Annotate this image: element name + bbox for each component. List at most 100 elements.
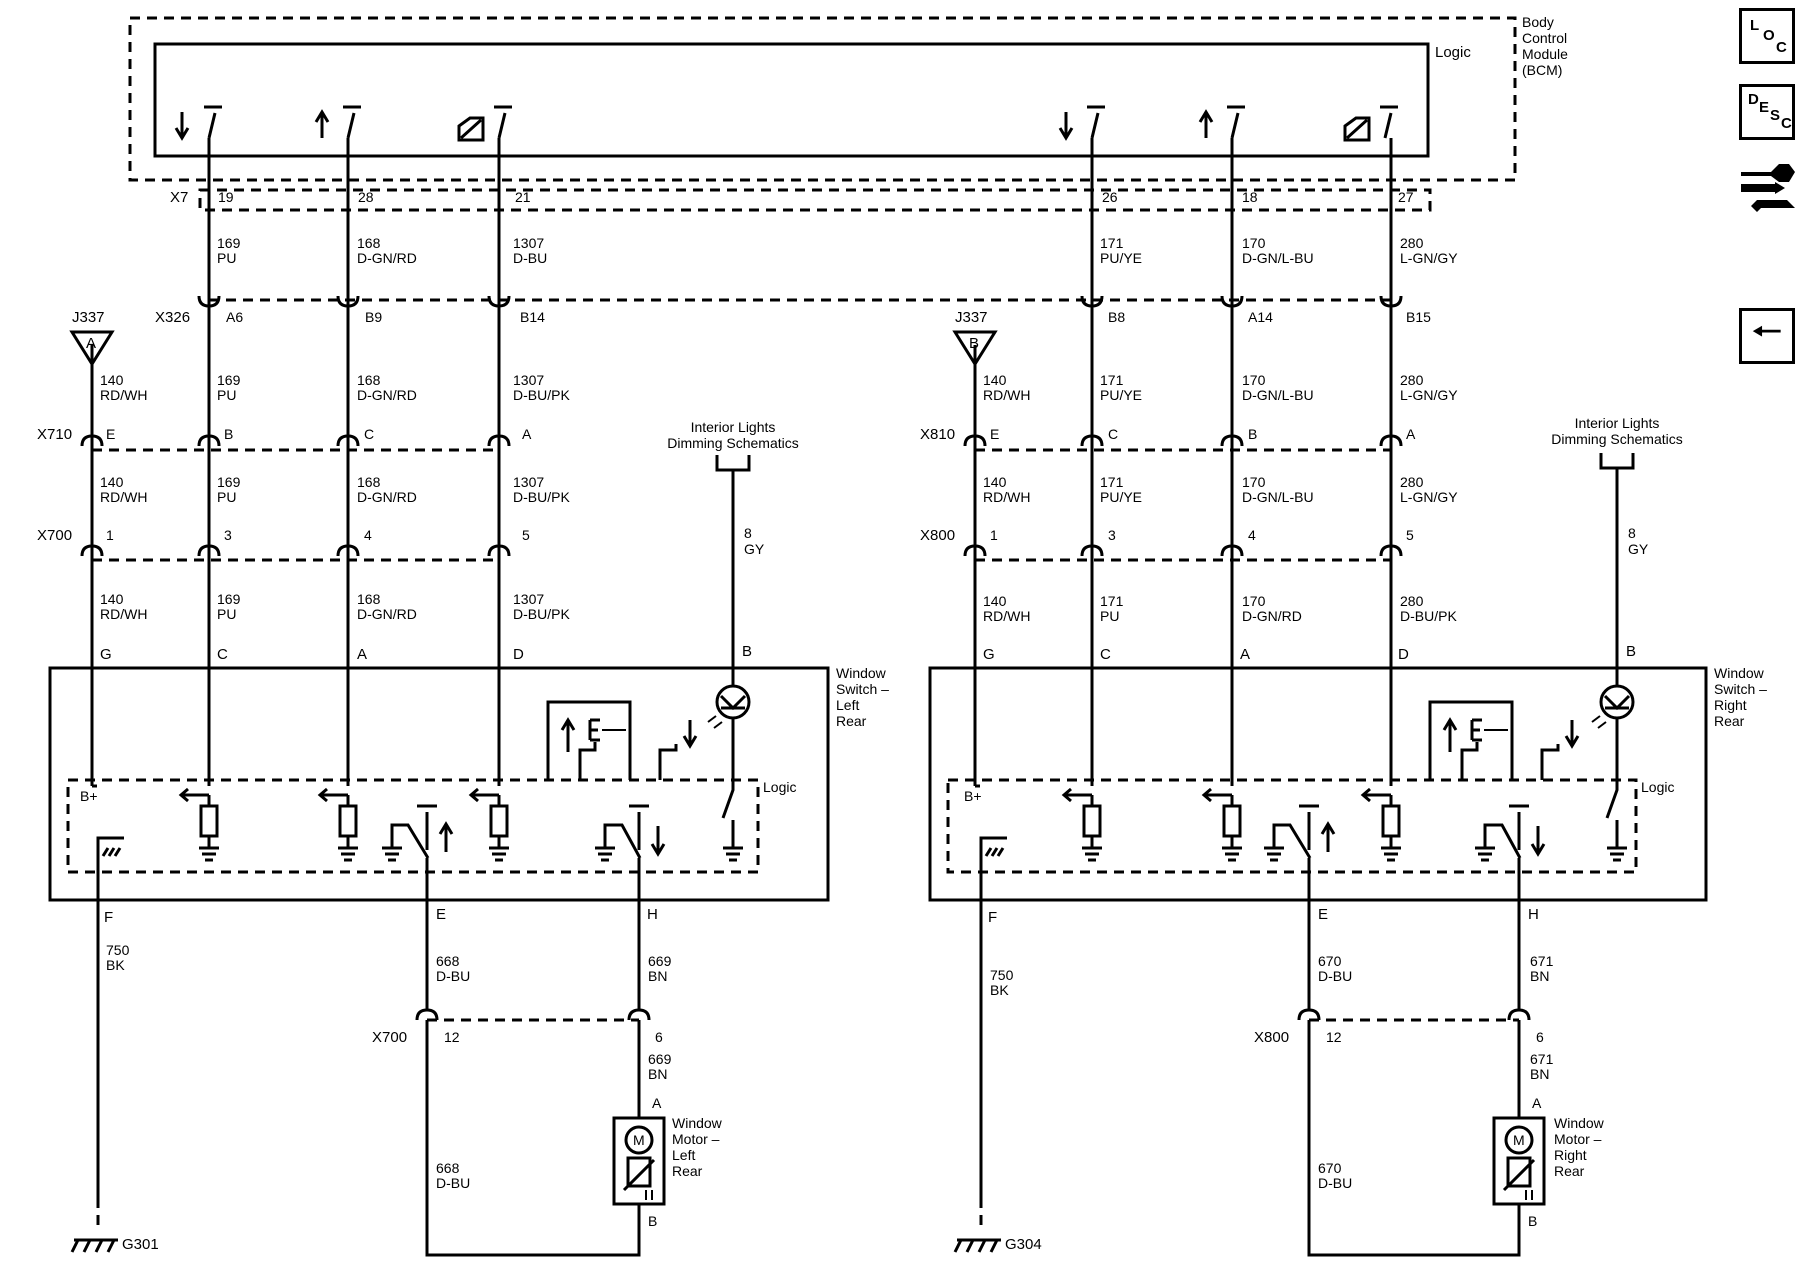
connector-x700-label: X700 bbox=[37, 527, 72, 544]
wire-color: RD/WH bbox=[983, 387, 1030, 403]
wire-circuit: 171 bbox=[1100, 474, 1124, 490]
switch-name: Window bbox=[836, 665, 887, 681]
switch-pin: B bbox=[742, 643, 752, 660]
wire-circuit: 168 bbox=[357, 372, 381, 388]
wire-circuit: 1307 bbox=[513, 474, 544, 490]
wire-color: D-GN/L-BU bbox=[1242, 387, 1314, 403]
wire-circuit: 280 bbox=[1400, 593, 1424, 609]
left-interior-lights-reference: Interior Lights Dimming Schematics 8 GY bbox=[667, 419, 799, 686]
motor-m-label: M bbox=[633, 1132, 645, 1148]
x7-pin: 28 bbox=[358, 189, 374, 205]
x800-pin-12: 12 bbox=[1326, 1029, 1342, 1045]
x7-pin: 21 bbox=[515, 189, 531, 205]
wire-circuit: 140 bbox=[983, 372, 1007, 388]
x710-pin: E bbox=[106, 426, 115, 442]
ground-label: G301 bbox=[122, 1236, 159, 1253]
wire-color: D-GN/L-BU bbox=[1242, 250, 1314, 266]
bcm-express-switch-right bbox=[1343, 105, 1398, 142]
x326-pin: B15 bbox=[1406, 309, 1431, 325]
x700-pin: 1 bbox=[106, 527, 114, 543]
x326-pin: A14 bbox=[1248, 309, 1273, 325]
wire-circuit: 169 bbox=[217, 474, 241, 490]
wire-color: D-GN/RD bbox=[1242, 608, 1302, 624]
x700-pin-6: 6 bbox=[655, 1029, 663, 1045]
x810-pin: A bbox=[1406, 426, 1416, 442]
bcm-logic-label: Logic bbox=[1435, 44, 1471, 61]
description-button[interactable]: D E S C bbox=[1739, 84, 1795, 140]
wire-circuit: 140 bbox=[983, 593, 1007, 609]
location-button[interactable]: L O C bbox=[1739, 8, 1795, 64]
wrench-icon[interactable] bbox=[1737, 160, 1799, 222]
window-switch-right-rear: Window Switch – Right Rear Logic B+ G C … bbox=[928, 643, 1767, 1230]
wire-color: PU/YE bbox=[1100, 387, 1142, 403]
x700-pin-12: 12 bbox=[444, 1029, 460, 1045]
wire-circuit: 170 bbox=[1242, 372, 1266, 388]
wire-color: BN bbox=[1530, 1066, 1549, 1082]
x800-pin-6: 6 bbox=[1536, 1029, 1544, 1045]
wire-color: RD/WH bbox=[100, 606, 147, 622]
wire-circuit: 668 bbox=[436, 1160, 460, 1176]
bcm-name-2: Control bbox=[1522, 30, 1567, 46]
wire-circuit: 140 bbox=[100, 591, 124, 607]
connector-x710-label: X710 bbox=[37, 426, 72, 443]
x810-pin: E bbox=[990, 426, 999, 442]
motor-name: Left bbox=[672, 1147, 695, 1163]
wire-color: BK bbox=[106, 957, 125, 973]
switch-name: Switch – bbox=[1714, 681, 1767, 697]
wire-circuit: 168 bbox=[357, 235, 381, 251]
ground-g301: G301 bbox=[70, 1236, 159, 1253]
wire-circuit: 669 bbox=[648, 1051, 672, 1067]
wire-color: D-GN/L-BU bbox=[1242, 489, 1314, 505]
wire-circuit: 168 bbox=[357, 474, 381, 490]
wire-circuit: 8 bbox=[1628, 525, 1636, 541]
interior-lights-label: Dimming Schematics bbox=[667, 435, 798, 451]
wire-circuit: 1307 bbox=[513, 372, 544, 388]
x810-pin: C bbox=[1108, 426, 1118, 442]
connector-cups bbox=[80, 295, 1531, 1021]
desc-letter: S bbox=[1770, 107, 1781, 124]
motor-name: Motor – bbox=[1554, 1131, 1602, 1147]
motor-name: Rear bbox=[672, 1163, 703, 1179]
wire-circuit: 750 bbox=[990, 967, 1014, 983]
wire-color: D-BU bbox=[1318, 968, 1352, 984]
back-arrow-icon: 🠐 bbox=[1752, 312, 1782, 351]
interior-lights-label: Dimming Schematics bbox=[1551, 431, 1682, 447]
wire-color: RD/WH bbox=[100, 489, 147, 505]
loc-letter: C bbox=[1776, 39, 1787, 56]
switch-pin: G bbox=[100, 646, 112, 663]
wire-circuit: 169 bbox=[217, 591, 241, 607]
x326-pin: B9 bbox=[365, 309, 382, 325]
x326-pin: B8 bbox=[1108, 309, 1125, 325]
switch-pin: D bbox=[513, 646, 524, 663]
wire-color: PU bbox=[217, 387, 236, 403]
window-switch-left-rear: Window Switch – Left Rear Logic B+ G C A… bbox=[48, 643, 889, 1230]
switch-name: Right bbox=[1714, 697, 1747, 713]
wire-circuit: 140 bbox=[100, 474, 124, 490]
wire-color: BN bbox=[1530, 968, 1549, 984]
splice-letter: B bbox=[969, 335, 979, 352]
x326-pin: A6 bbox=[226, 309, 243, 325]
motor-name: Window bbox=[672, 1115, 723, 1131]
wire-circuit: 168 bbox=[357, 591, 381, 607]
splice-j337-a: J337 A bbox=[69, 309, 115, 367]
x7-pin: 19 bbox=[218, 189, 234, 205]
motor-pin-b: B bbox=[1528, 1213, 1537, 1229]
wire-color: D-BU bbox=[436, 1175, 470, 1191]
wire-circuit: 1307 bbox=[513, 591, 544, 607]
x7-pin: 18 bbox=[1242, 189, 1258, 205]
wire-color: PU/YE bbox=[1100, 250, 1142, 266]
x810-pin: B bbox=[1248, 426, 1257, 442]
wire-circuit: 750 bbox=[106, 942, 130, 958]
back-button[interactable]: 🠐 bbox=[1739, 308, 1795, 364]
wire-color: PU bbox=[217, 250, 236, 266]
wire-circuit: 140 bbox=[100, 372, 124, 388]
motor-name: Rear bbox=[1554, 1163, 1585, 1179]
switch-pin: H bbox=[1528, 906, 1539, 923]
wire-color: D-BU bbox=[436, 968, 470, 984]
connector-x7-label: X7 bbox=[170, 189, 188, 206]
wire-color: PU bbox=[217, 489, 236, 505]
wire-circuit: 280 bbox=[1400, 372, 1424, 388]
connector-j337-label: J337 bbox=[955, 309, 988, 326]
motor-pin-a: A bbox=[652, 1095, 662, 1111]
desc-letter: E bbox=[1759, 99, 1770, 116]
